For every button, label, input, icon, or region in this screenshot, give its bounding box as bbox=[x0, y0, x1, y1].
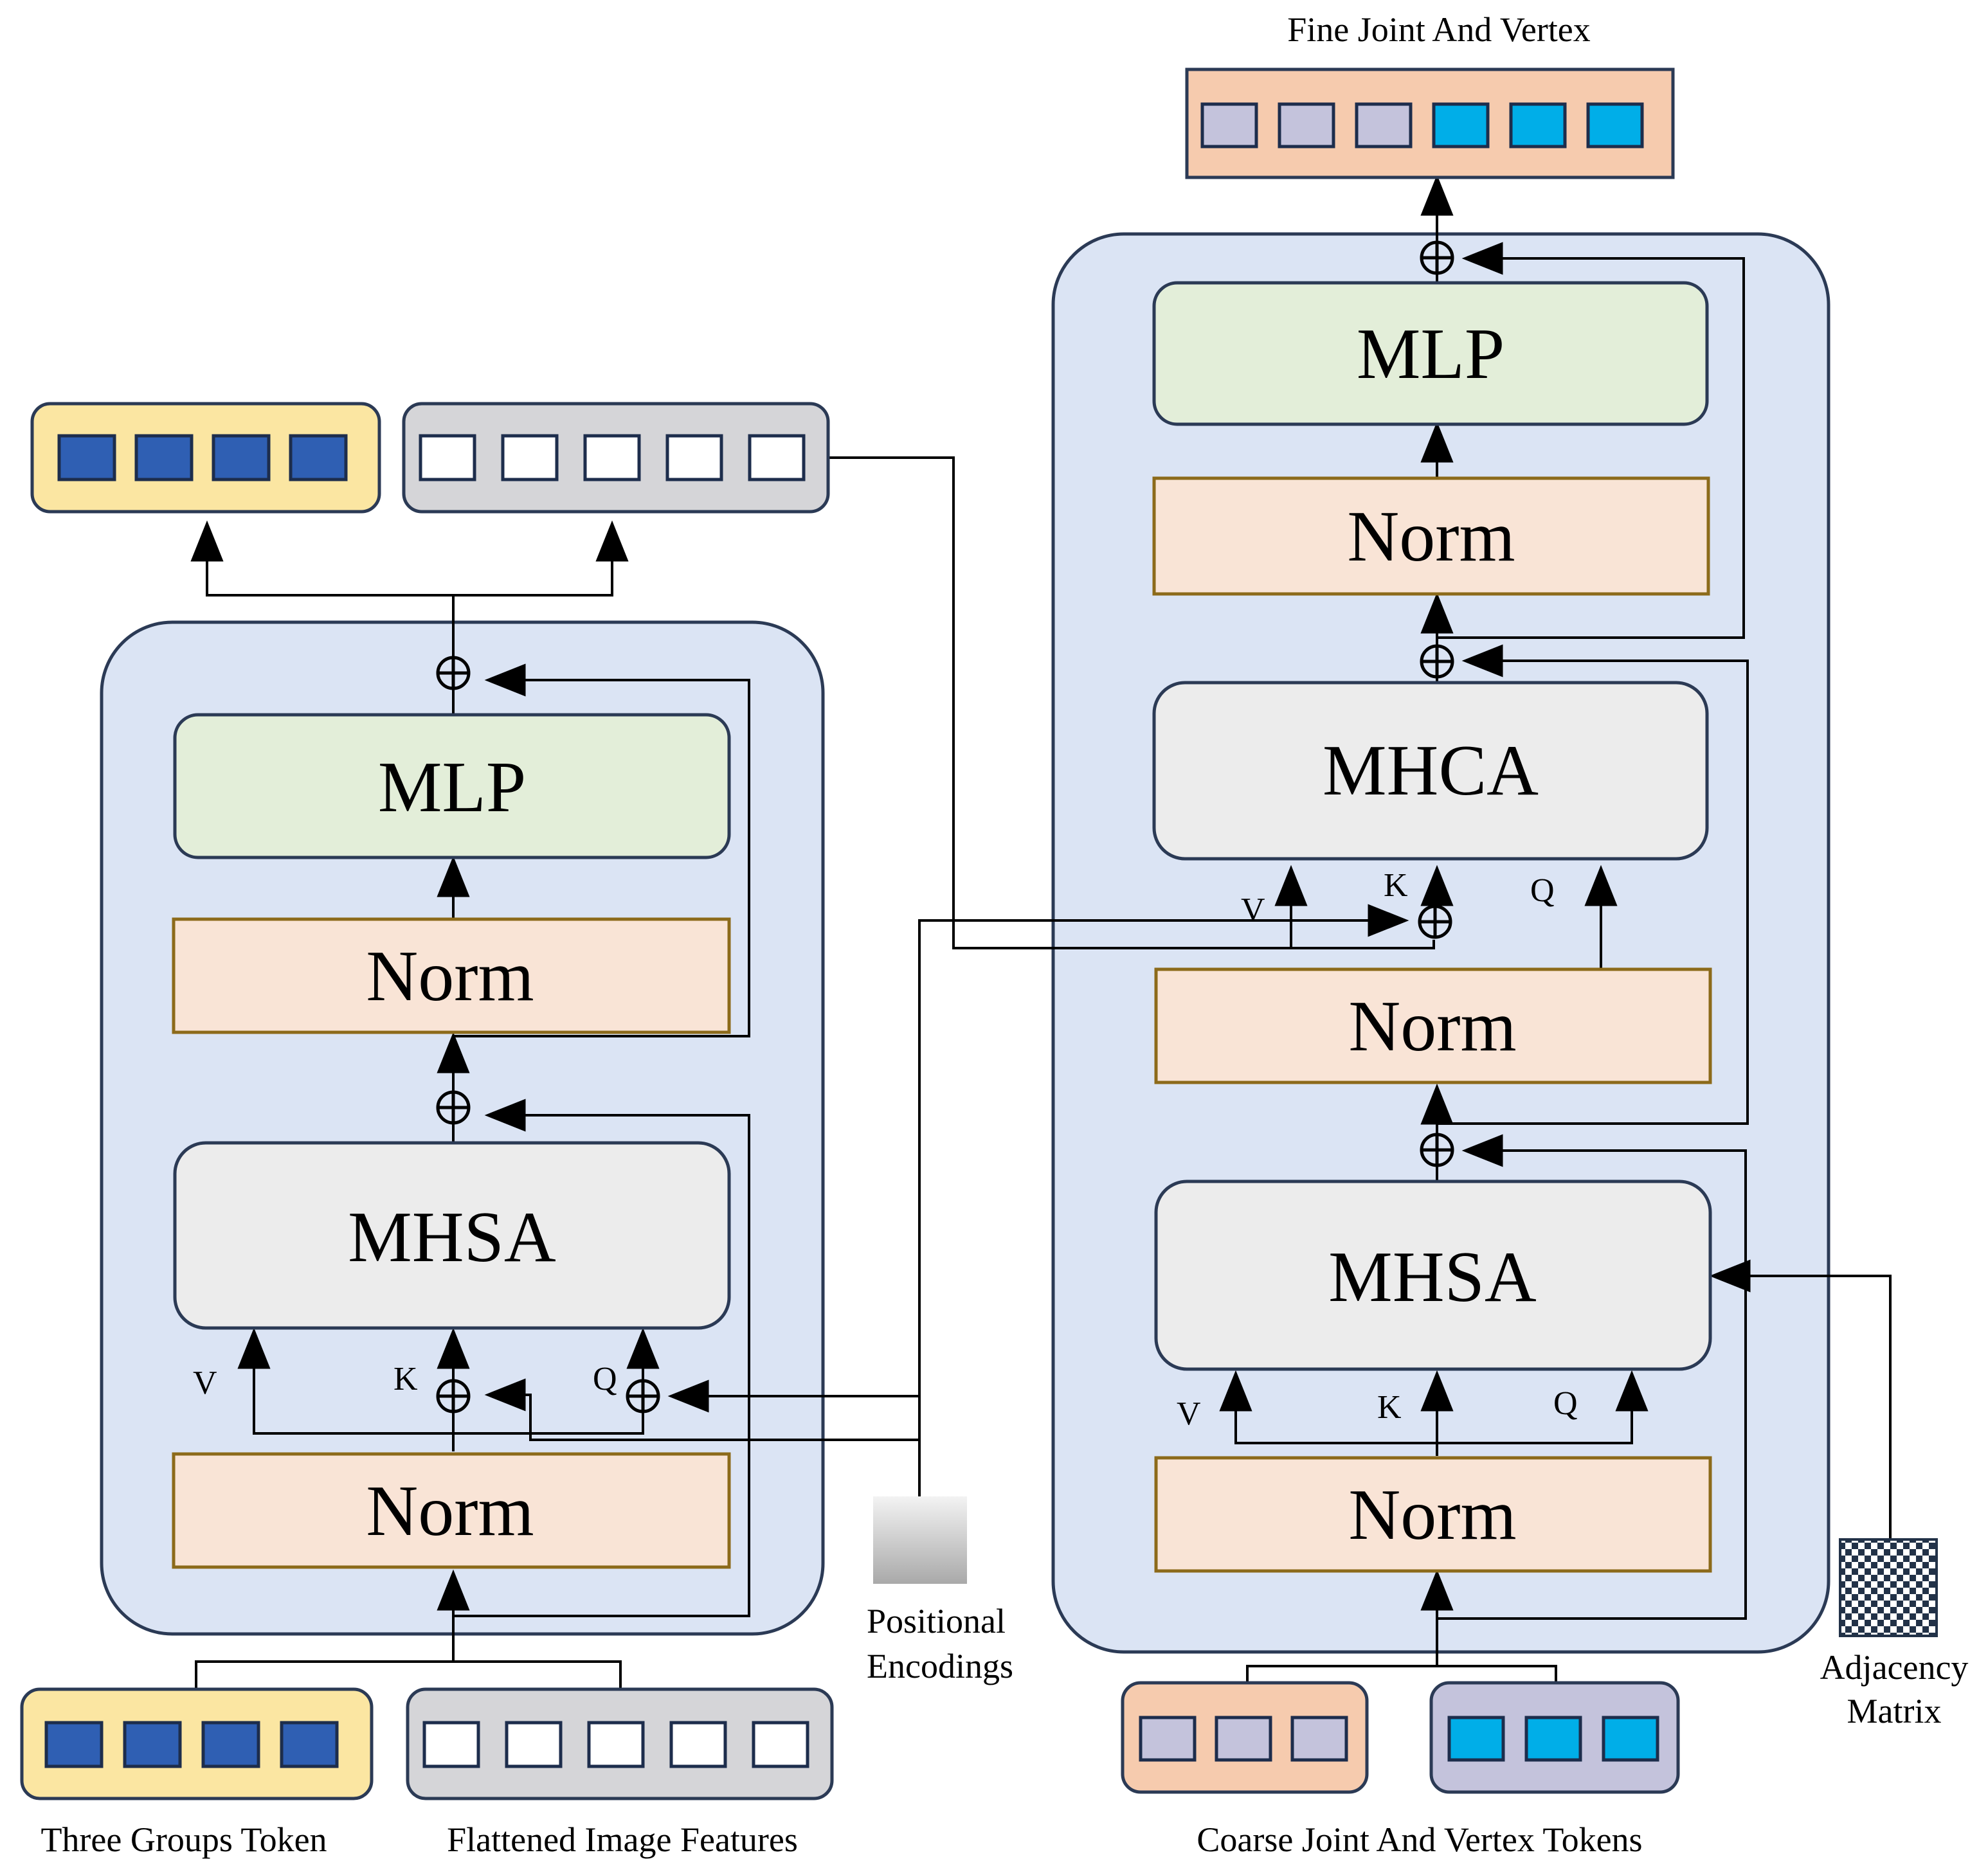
flattened-image-features-label: Flattened Image Features bbox=[447, 1820, 798, 1859]
right-mhsa-block bbox=[1154, 1180, 1712, 1371]
positional-encodings-swatch bbox=[873, 1496, 967, 1584]
adjacency-matrix-swatch bbox=[1839, 1538, 1938, 1637]
adjacency-matrix-label-1: Adjacency bbox=[1820, 1648, 1969, 1687]
left-q-label: Q bbox=[593, 1361, 617, 1397]
output-group-token bbox=[30, 402, 381, 514]
right-mhca-label: MHCA bbox=[1323, 731, 1539, 811]
right-norm-top-block bbox=[1152, 476, 1710, 596]
left-mhsa-label: MHSA bbox=[348, 1198, 556, 1277]
right-v-ca-label: V bbox=[1241, 892, 1265, 928]
input-vertex bbox=[1429, 1681, 1680, 1794]
left-mhsa-block bbox=[173, 1141, 731, 1330]
left-encoder-connections bbox=[190, 520, 919, 1689]
left-k-label: K bbox=[393, 1361, 418, 1397]
left-norm-top-block bbox=[172, 917, 731, 1034]
right-add-nodes bbox=[1418, 240, 1454, 1167]
right-norm-mid-block bbox=[1154, 967, 1712, 1084]
left-add-nodes bbox=[436, 656, 660, 1413]
input-group-token bbox=[20, 1687, 374, 1800]
right-k-ca-label: K bbox=[1384, 867, 1408, 904]
left-v-label: V bbox=[193, 1365, 217, 1401]
output-image-features bbox=[402, 402, 830, 514]
left-norm-bottom-label: Norm bbox=[366, 1471, 534, 1551]
left-mlp-label: MLP bbox=[378, 748, 526, 827]
coarse-joint-vertex-tokens-label: Coarse Joint And Vertex Tokens bbox=[1197, 1820, 1642, 1859]
right-norm-top-label: Norm bbox=[1347, 497, 1515, 577]
positional-encodings-label-2: Encodings bbox=[867, 1647, 1013, 1685]
right-norm-mid-label: Norm bbox=[1348, 987, 1516, 1066]
output-fine-joint-vertex bbox=[1185, 67, 1675, 179]
left-norm-top-label: Norm bbox=[366, 937, 534, 1016]
right-encoder-connections bbox=[826, 174, 1892, 1683]
right-mhca-block bbox=[1152, 681, 1709, 861]
right-q-ca-label: Q bbox=[1530, 872, 1555, 909]
right-norm-bottom-label: Norm bbox=[1348, 1475, 1516, 1555]
right-k-sa-label: K bbox=[1377, 1389, 1402, 1426]
left-mlp-block bbox=[173, 713, 731, 859]
positional-encodings-label-1: Positional bbox=[867, 1602, 1006, 1640]
right-encoder-block bbox=[1051, 232, 1830, 1654]
input-image-features bbox=[406, 1687, 834, 1800]
left-norm-bottom-block bbox=[172, 1452, 731, 1569]
fine-joint-vertex-label: Fine Joint And Vertex bbox=[1287, 10, 1591, 49]
right-q-sa-label: Q bbox=[1553, 1385, 1578, 1422]
right-v-sa-label: V bbox=[1177, 1395, 1201, 1432]
right-mlp-block bbox=[1152, 281, 1709, 426]
adjacency-matrix-label-2: Matrix bbox=[1847, 1692, 1942, 1730]
right-mlp-label: MLP bbox=[1357, 314, 1505, 394]
three-groups-token-label: Three Groups Token bbox=[41, 1820, 327, 1859]
input-coarse-joint bbox=[1121, 1681, 1369, 1794]
right-mhsa-label: MHSA bbox=[1328, 1237, 1537, 1317]
right-norm-bottom-block bbox=[1154, 1456, 1712, 1573]
